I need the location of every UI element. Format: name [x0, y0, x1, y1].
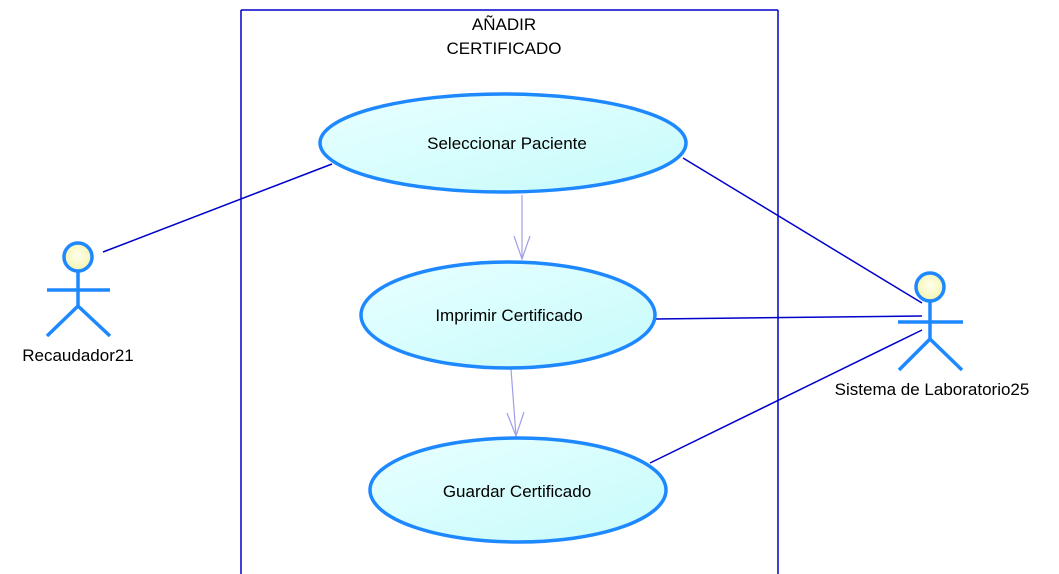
actor-sistema-head [914, 271, 946, 303]
use-case-guardar-label: Guardar Certificado [443, 482, 591, 501]
actor-sistema-label: Sistema de Laboratorio25 [835, 380, 1030, 399]
association-imprimir-sistema[interactable] [654, 315, 923, 320]
dependency-imprimir-guardar[interactable] [506, 368, 525, 438]
use-case-imprimir-certificado[interactable]: Imprimir Certificado [359, 260, 657, 370]
system-boundary[interactable]: AÑADIR CERTIFICADO [240, 9, 779, 574]
association-recaudador-seleccionar[interactable] [102, 163, 333, 253]
association-guardar-sistema[interactable] [649, 329, 923, 464]
actor-recaudador-head [62, 241, 94, 273]
actor-recaudador-label: Recaudador21 [22, 346, 134, 365]
boundary-title-line1: AÑADIR [472, 15, 536, 34]
use-case-seleccionar-paciente[interactable]: Seleccionar Paciente [318, 92, 688, 194]
dependency-seleccionar-imprimir[interactable] [513, 195, 531, 261]
use-case-seleccionar-label: Seleccionar Paciente [427, 134, 587, 153]
use-case-imprimir-label: Imprimir Certificado [435, 306, 582, 325]
actor-sistema-laboratorio[interactable]: Sistema de Laboratorio25 [835, 271, 1030, 399]
actor-recaudador[interactable]: Recaudador21 [22, 241, 134, 365]
use-case-guardar-certificado[interactable]: Guardar Certificado [368, 436, 668, 544]
boundary-title-line2: CERTIFICADO [447, 39, 562, 58]
association-seleccionar-sistema[interactable] [682, 157, 923, 304]
